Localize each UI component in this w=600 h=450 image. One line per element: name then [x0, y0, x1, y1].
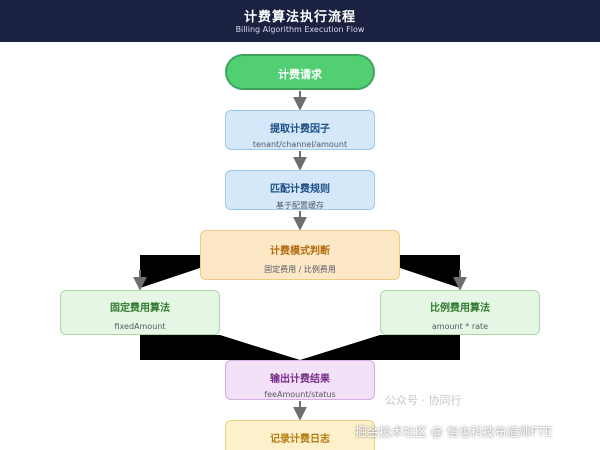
node-match-rules-sub: 基于配置缓存: [276, 201, 324, 210]
node-match-rules: 匹配计费规则 基于配置缓存: [225, 170, 375, 210]
node-extract-factors-sub: tenant/channel/amount: [252, 140, 348, 149]
node-billing-request: 计费请求: [225, 54, 375, 90]
branch-left-upper: [140, 255, 200, 288]
node-mode-decision-label: 计费模式判断: [270, 246, 330, 257]
node-output-result-label: 输出计费结果: [270, 374, 330, 385]
node-match-rules-label: 匹配计费规则: [270, 184, 330, 195]
node-ratio-fee-sub: amount * rate: [431, 322, 489, 331]
node-mode-decision-sub: 固定费用 / 比例费用: [264, 265, 336, 274]
node-record-log-label: 记录计费日志: [270, 434, 330, 445]
node-ratio-fee: 比例费用算法 amount * rate: [380, 290, 540, 335]
watermark-text: 公众号 · 协同行: [385, 394, 462, 407]
node-ratio-fee-label: 比例费用算法: [430, 303, 490, 314]
branch-right-lower: [300, 335, 460, 360]
diagram-header: 计费算法执行流程 Billing Algorithm Execution Flo…: [0, 0, 600, 42]
node-billing-request-label: 计费请求: [278, 68, 322, 81]
node-record-log: 记录计费日志: [225, 420, 375, 450]
node-extract-factors: 提取计费因子 tenant/channel/amount: [225, 110, 375, 150]
node-fixed-fee: 固定费用算法 fixedAmount: [60, 290, 220, 335]
node-output-result: 输出计费结果 feeAmount/status: [225, 360, 375, 400]
diagram-subtitle: Billing Algorithm Execution Flow: [235, 25, 365, 34]
node-fixed-fee-sub: fixedAmount: [114, 322, 166, 331]
node-extract-factors-label: 提取计费因子: [270, 124, 330, 135]
diagram-title: 计费算法执行流程: [243, 10, 356, 25]
node-output-result-sub: feeAmount/status: [264, 390, 336, 399]
branch-left-lower: [140, 335, 300, 360]
node-fixed-fee-label: 固定费用算法: [110, 303, 170, 314]
branch-right-upper: [400, 255, 460, 288]
credit-text: 掘金技术社区 @ 信也科技布道师FTE: [355, 425, 553, 439]
node-mode-decision: 计费模式判断 固定费用 / 比例费用: [200, 230, 400, 280]
